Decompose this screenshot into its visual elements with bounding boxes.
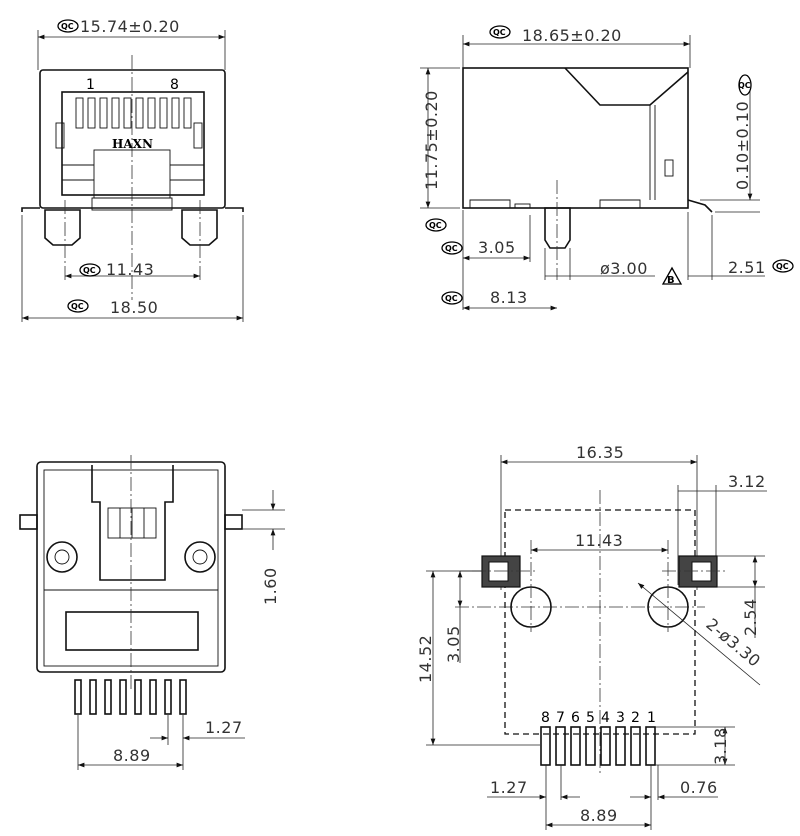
peg-spacing-dim: 11.43 [106, 260, 154, 279]
qc-symbol: QC [79, 263, 101, 277]
svg-text:QC: QC [71, 302, 84, 311]
svg-text:8: 8 [541, 710, 550, 726]
qc-symbol: QC [772, 259, 794, 273]
hole-offset-dim: 3.05 [444, 625, 463, 663]
pin-length-dim: 3.18 [711, 727, 730, 765]
pad-vertical-dim: 2.54 [741, 598, 760, 636]
pad-offset-dim: 3.12 [728, 472, 766, 491]
svg-text:QC: QC [776, 262, 789, 271]
svg-text:7: 7 [556, 710, 565, 726]
length-dim: 18.65±0.20 [522, 26, 622, 45]
svg-text:QC: QC [445, 294, 458, 303]
svg-text:QC: QC [493, 28, 506, 37]
hole-spacing-dim: 11.43 [575, 531, 623, 550]
pins [74, 679, 187, 715]
pin-pitch-dim: 1.27 [205, 718, 243, 737]
pin-width-dim: 0.76 [680, 778, 718, 797]
svg-text:QC: QC [738, 81, 751, 90]
pin-pitch-dim: 1.27 [490, 778, 528, 797]
svg-text:5: 5 [586, 710, 595, 726]
peg-diameter-dim: ø3.00 [600, 259, 648, 278]
front-view: QC 15.74±0.20 1 8 HAXN QC 11.43 QC [21, 17, 244, 322]
svg-text:QC: QC [61, 22, 74, 31]
offset-dim: 0.10±0.10 [733, 101, 752, 190]
side-view: QC 18.65±0.20 11.75±0.20 QC 0.10±0.10 QC… [420, 25, 794, 311]
side-peg [544, 207, 571, 249]
height-dim: 11.75±0.20 [422, 90, 441, 190]
vertical-dim: 1.60 [261, 567, 280, 605]
pin-span-dim: 8.89 [580, 806, 618, 825]
pin-span-dim: 8.89 [113, 746, 151, 765]
overall-depth-dim: 14.52 [416, 635, 435, 683]
svg-text:2: 2 [631, 710, 640, 726]
pin1-label: 1 [86, 77, 95, 93]
brand-marking: HAXN [112, 137, 153, 151]
svg-text:6: 6 [571, 710, 580, 726]
qc-symbol: QC [441, 291, 463, 305]
qc-symbol: QC [57, 19, 79, 33]
contact-slots [55, 97, 203, 149]
footprint-pins [540, 726, 656, 766]
pin-numbers: 8 7 6 5 4 3 2 1 [541, 710, 656, 726]
svg-text:4: 4 [601, 710, 610, 726]
overall-width-dim: 16.35 [576, 443, 624, 462]
svg-text:QC: QC [83, 266, 96, 275]
qc-symbol: QC [425, 218, 447, 232]
svg-text:QC: QC [429, 221, 442, 230]
qc-symbol: QC [441, 241, 463, 255]
qc-symbol: QC [738, 74, 752, 96]
peg-position-dim: 8.13 [490, 288, 528, 307]
bottom-view: 1.60 1.27 8.89 [19, 455, 285, 770]
qc-symbol: QC [489, 25, 511, 39]
pcb-footprint: 16.35 3.12 11.43 2.54 2-ø3.30 3.05 [416, 443, 767, 830]
right-peg [181, 209, 218, 246]
datum-b-symbol: B [661, 266, 683, 286]
pin8-label: 8 [170, 77, 179, 93]
width-dim: 15.74±0.20 [80, 17, 180, 36]
left-peg [44, 209, 81, 246]
tail-dim: 2.51 [728, 258, 766, 277]
svg-text:1: 1 [647, 710, 656, 726]
svg-text:QC: QC [445, 244, 458, 253]
left-pad [481, 555, 521, 588]
peg-offset-dim: 3.05 [478, 238, 516, 257]
svg-text:3: 3 [616, 710, 625, 726]
qc-symbol: QC [67, 299, 89, 313]
overall-width-dim: 18.50 [110, 298, 158, 317]
svg-text:B: B [667, 275, 675, 286]
